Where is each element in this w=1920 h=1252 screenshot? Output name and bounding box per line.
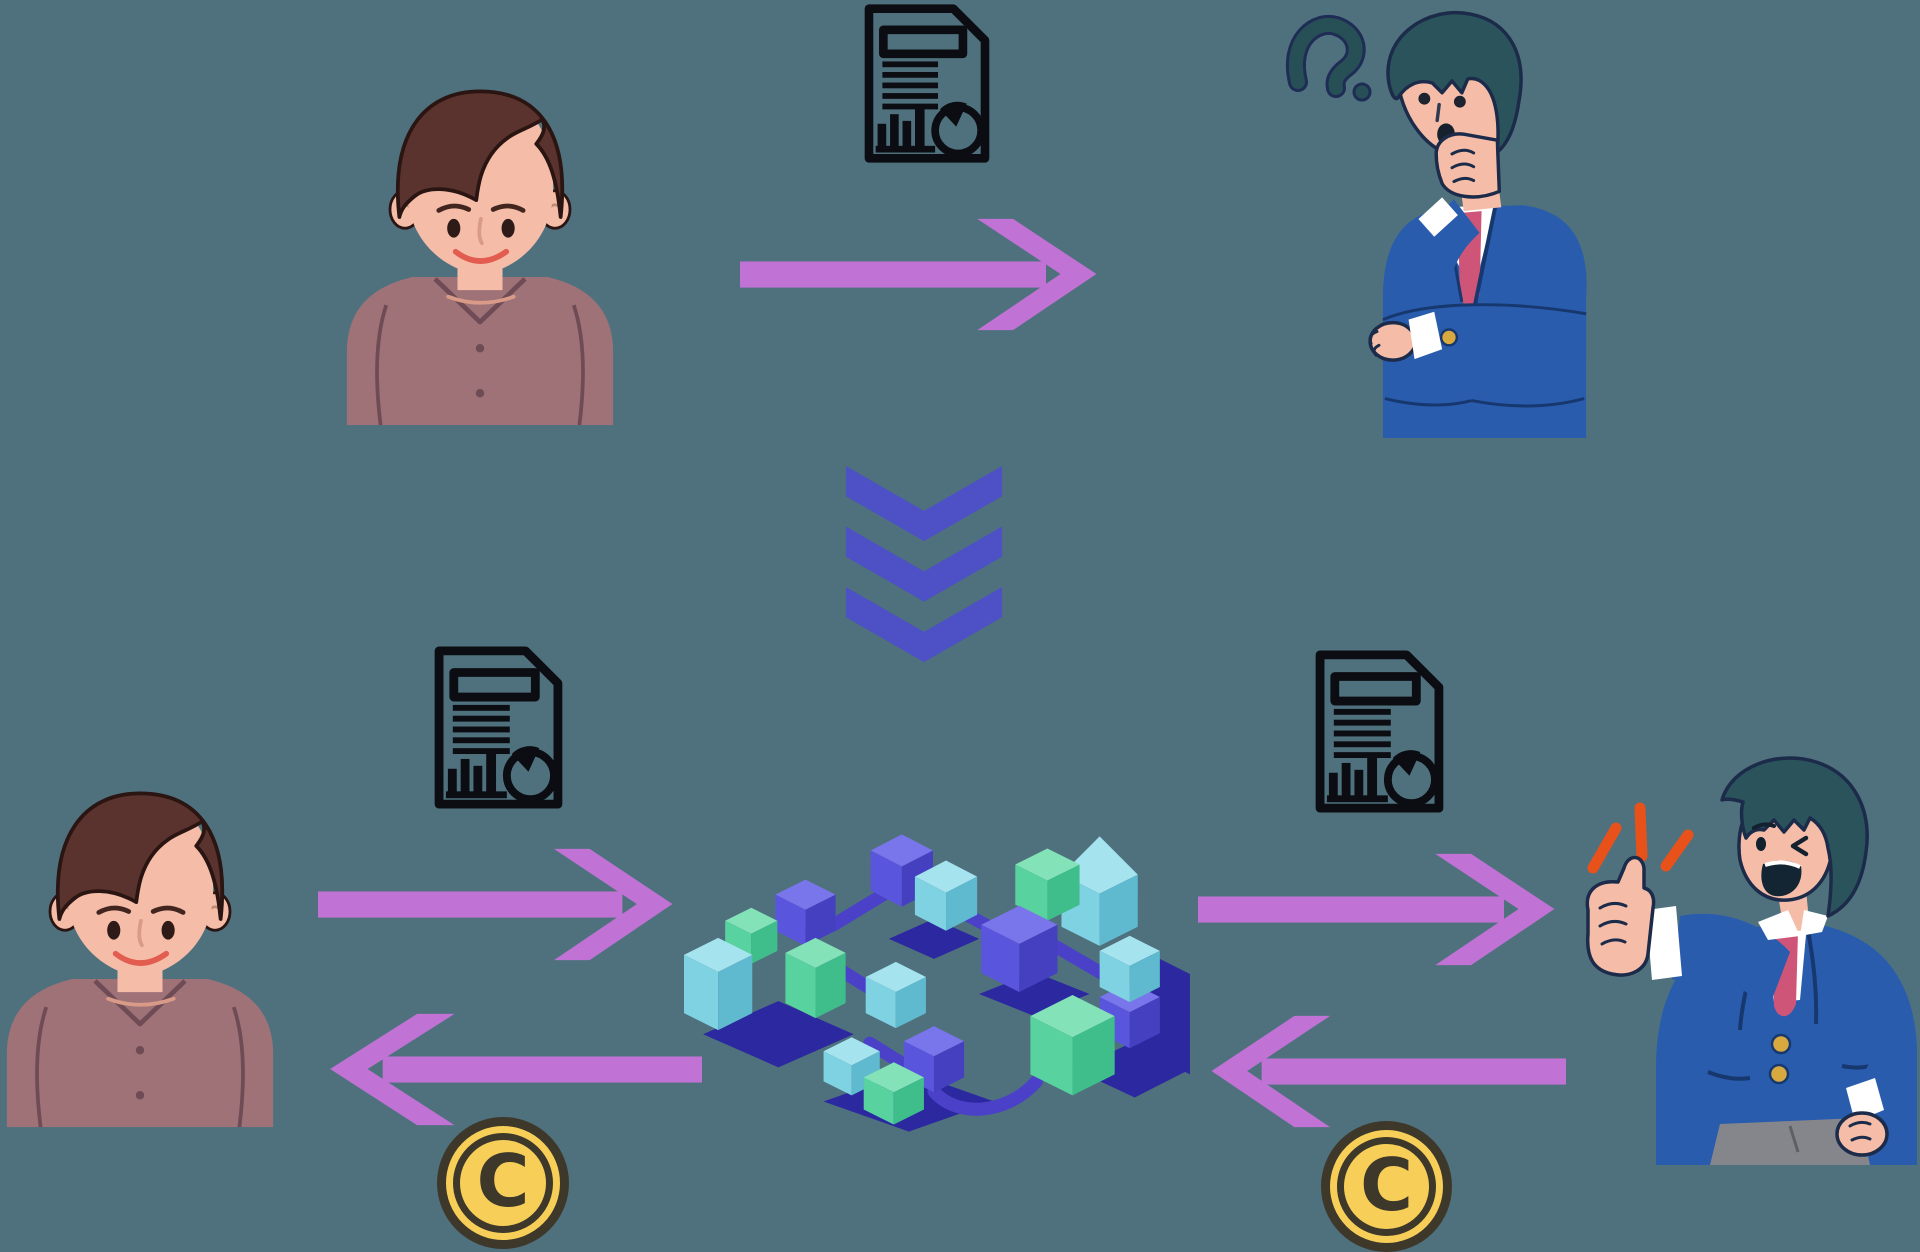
- report-document-icon-left: [428, 644, 568, 811]
- report-document-icon-right: [1310, 648, 1448, 815]
- coin-symbol: C: [476, 1139, 530, 1223]
- arrow-return-right: [1200, 1014, 1566, 1130]
- blockchain-network-illustration: [684, 834, 1190, 1132]
- question-mark-icon: [1286, 15, 1372, 102]
- confused-businessman: [1352, 6, 1620, 440]
- person-data-owner-top: [330, 58, 630, 436]
- arrow-right-top: [740, 217, 1108, 333]
- coin-icon-left: C: [437, 1117, 569, 1249]
- coin-symbol: C: [1360, 1142, 1413, 1227]
- report-document-icon-top: [858, 2, 995, 165]
- thumbs-up-businessman: [1560, 738, 1920, 1165]
- coin-icon-right: C: [1321, 1121, 1452, 1252]
- arrow-send-left: [318, 847, 684, 963]
- cube-cluster: [684, 834, 1160, 1125]
- person-data-owner-bottom: [0, 760, 290, 1138]
- triple-chevron-down-icon: [845, 466, 1003, 663]
- arrow-return-left: [318, 1012, 702, 1128]
- arrow-send-right: [1198, 852, 1566, 968]
